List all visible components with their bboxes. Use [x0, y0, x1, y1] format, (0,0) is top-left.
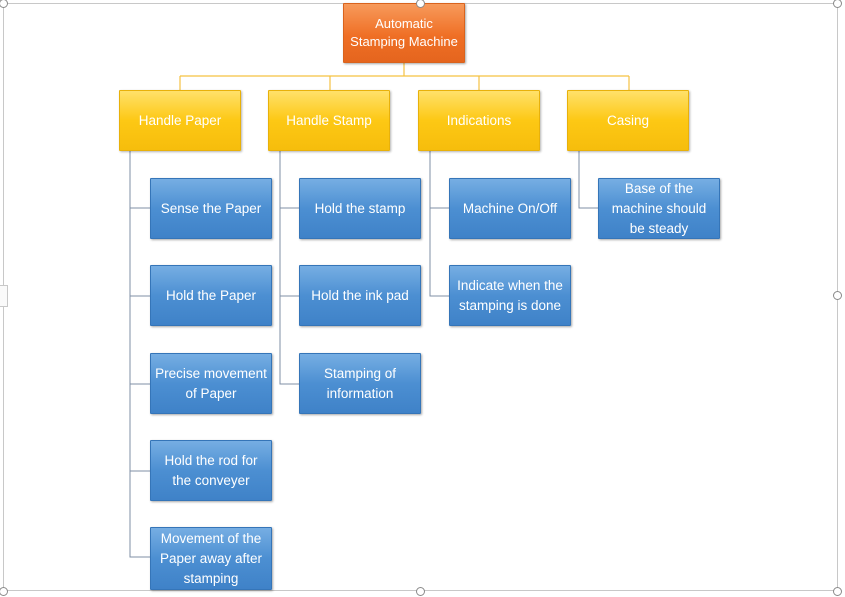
- resize-handle-top-left[interactable]: [0, 0, 8, 8]
- root-node[interactable]: Automatic Stamping Machine: [343, 3, 465, 63]
- node-precise-movement-of-paper[interactable]: Precise movement of Paper: [150, 353, 272, 414]
- branch-handle-paper[interactable]: Handle Paper: [119, 90, 241, 151]
- node-base-machine-steady[interactable]: Base of the machine should be steady: [598, 178, 720, 239]
- branch-casing[interactable]: Casing: [567, 90, 689, 151]
- connector-handle-paper-children: [129, 151, 150, 558]
- connector-indications-children: [429, 151, 449, 297]
- node-stamping-of-information[interactable]: Stamping of information: [299, 353, 421, 414]
- node-hold-the-stamp[interactable]: Hold the stamp: [299, 178, 421, 239]
- node-indicate-stamping-done[interactable]: Indicate when the stamping is done: [449, 265, 571, 326]
- text-pane-toggle[interactable]: [0, 285, 8, 307]
- node-hold-the-ink-pad[interactable]: Hold the ink pad: [299, 265, 421, 326]
- branch-indications[interactable]: Indications: [418, 90, 540, 151]
- branch-handle-stamp[interactable]: Handle Stamp: [268, 90, 390, 151]
- resize-handle-middle-right[interactable]: [833, 291, 842, 300]
- node-hold-the-paper[interactable]: Hold the Paper: [150, 265, 272, 326]
- resize-handle-bottom-left[interactable]: [0, 587, 8, 596]
- resize-handle-bottom-right[interactable]: [833, 587, 842, 596]
- resize-handle-bottom-middle[interactable]: [416, 587, 425, 596]
- node-hold-the-rod[interactable]: Hold the rod for the conveyer: [150, 440, 272, 501]
- node-machine-on-off[interactable]: Machine On/Off: [449, 178, 571, 239]
- connector-casing-children: [578, 151, 598, 209]
- resize-handle-top-middle[interactable]: [416, 0, 425, 8]
- node-movement-paper-away[interactable]: Movement of the Paper away after stampin…: [150, 527, 272, 590]
- node-sense-the-paper[interactable]: Sense the Paper: [150, 178, 272, 239]
- resize-handle-top-right[interactable]: [833, 0, 842, 8]
- connector-handle-stamp-children: [279, 151, 299, 385]
